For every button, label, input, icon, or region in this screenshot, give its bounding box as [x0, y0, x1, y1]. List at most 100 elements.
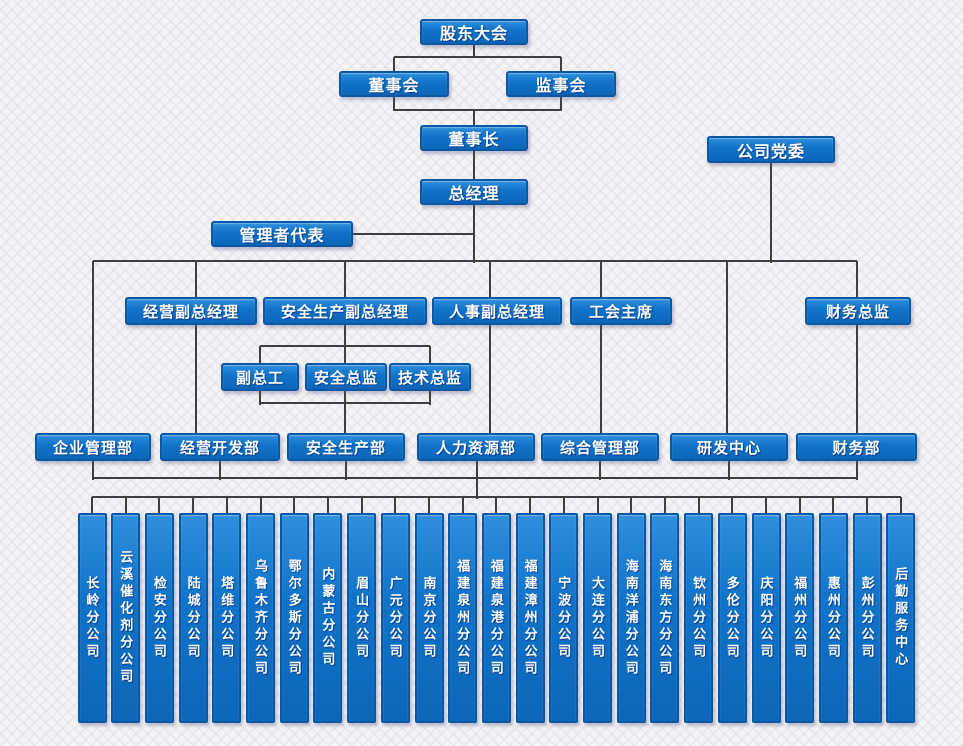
connector-line: [394, 497, 397, 514]
connector-line: [428, 497, 430, 514]
branch-box: 南京分公司: [414, 513, 444, 723]
branch-label: 鄂尔多斯分公司: [286, 558, 302, 678]
branch-box: 福建泉州分公司: [448, 513, 478, 723]
connector-line: [326, 497, 329, 514]
node-vp-safety-production: 安全生产副总经理: [263, 297, 427, 325]
connector-line: [394, 109, 561, 111]
branch-label: 检安分公司: [151, 575, 167, 661]
branch-label: 惠州分公司: [825, 575, 841, 661]
connector-line: [344, 346, 346, 364]
connector-line: [344, 391, 346, 405]
node-rd-center: 研发中心: [670, 433, 788, 461]
connector-line: [158, 497, 161, 514]
connector-line: [562, 497, 565, 514]
connector-line: [219, 461, 221, 480]
connector-line: [91, 497, 93, 514]
branch-label: 福建泉州分公司: [455, 558, 471, 678]
branch-box: 乌鲁木齐分公司: [246, 513, 275, 723]
branch-label: 长岭分公司: [84, 575, 100, 661]
branch-box: 海南洋浦分公司: [616, 513, 646, 723]
branch-box: 长岭分公司: [77, 513, 107, 723]
node-dept-enterprise-management: 企业管理部: [35, 433, 151, 461]
connector-line: [832, 497, 835, 514]
connector-line: [529, 497, 532, 514]
branch-box: 后勤服务中心: [886, 513, 916, 723]
branch-label: 福州分公司: [792, 575, 808, 661]
connector-line: [731, 497, 734, 514]
branch-label: 钦州分公司: [691, 575, 707, 661]
connector-line: [124, 497, 127, 514]
branch-label: 海南东方分公司: [657, 558, 673, 678]
node-shareholders-meeting: 股东大会: [420, 19, 528, 45]
connector-line: [726, 261, 728, 434]
connector-line: [856, 261, 858, 434]
node-dept-business-development: 经营开发部: [160, 433, 280, 461]
node-chairman: 董事长: [420, 125, 528, 151]
node-dept-general-management: 综合管理部: [541, 433, 659, 461]
connector-line: [663, 497, 666, 514]
branch-label: 云溪催化剂分公司: [118, 550, 134, 686]
branch-box: 云溪催化剂分公司: [111, 513, 141, 723]
node-dept-human-resources: 人力资源部: [417, 433, 535, 461]
connector-line: [344, 403, 346, 434]
connector-line: [394, 56, 561, 58]
connector-line: [495, 497, 498, 514]
branch-label: 广元分公司: [387, 575, 403, 661]
branch-box: 福州分公司: [785, 513, 815, 723]
branch-label: 大连分公司: [590, 575, 605, 661]
connector-line: [192, 497, 195, 514]
branch-label: 内蒙古分公司: [320, 567, 336, 669]
node-cfo: 财务总监: [805, 297, 911, 325]
connector-line: [93, 260, 857, 262]
connector-line: [260, 345, 430, 347]
branch-label: 福建漳州分公司: [522, 558, 538, 678]
connector-line: [473, 110, 475, 126]
branch-label: 彭州分公司: [859, 575, 875, 661]
connector-line: [899, 497, 902, 514]
connector-line: [345, 461, 347, 480]
node-party-committee: 公司党委: [707, 136, 835, 163]
node-vp-operations: 经营副总经理: [125, 297, 257, 325]
branch-label: 塔维分公司: [219, 575, 235, 661]
branch-box: 多伦分公司: [717, 513, 747, 723]
node-dept-finance: 财务部: [796, 433, 917, 461]
branch-box: 福建漳州分公司: [515, 513, 545, 723]
branch-box: 大连分公司: [583, 513, 612, 723]
connector-line: [596, 497, 599, 514]
node-board-of-directors: 董事会: [339, 71, 449, 97]
connector-line: [260, 402, 430, 404]
node-supervisory-board: 监事会: [506, 71, 616, 97]
connector-line: [473, 205, 475, 263]
connector-line: [473, 151, 475, 180]
branch-box: 庆阳分公司: [751, 513, 781, 723]
connector-line: [461, 497, 464, 514]
branch-box: 宁波分公司: [549, 513, 579, 723]
node-general-manager: 总经理: [420, 179, 528, 205]
connector-line: [489, 261, 491, 434]
connector-line: [765, 497, 767, 514]
connector-line: [259, 391, 261, 405]
connector-line: [697, 497, 700, 514]
connector-line: [259, 497, 262, 514]
connector-line: [476, 478, 478, 499]
connector-line: [93, 477, 857, 479]
connector-line: [560, 57, 562, 72]
branch-box: 眉山分公司: [347, 513, 377, 723]
connector-line: [195, 261, 197, 434]
connector-line: [728, 461, 730, 480]
branch-label: 乌鲁木齐分公司: [253, 558, 268, 678]
branch-box: 惠州分公司: [818, 513, 848, 723]
connector-line: [560, 97, 562, 111]
branch-label: 庆阳分公司: [758, 575, 774, 661]
branch-label: 海南洋浦分公司: [623, 558, 639, 678]
connector-line: [225, 497, 228, 514]
connector-line: [600, 261, 602, 434]
connector-line: [259, 346, 261, 364]
node-management-representative: 管理者代表: [211, 221, 353, 247]
connector-line: [429, 391, 431, 405]
connector-line: [360, 497, 363, 514]
branch-label: 陆城分公司: [185, 575, 201, 661]
node-dept-safety-production: 安全生产部: [287, 433, 405, 461]
branch-label: 后勤服务中心: [893, 567, 909, 669]
connector-line: [353, 233, 474, 235]
